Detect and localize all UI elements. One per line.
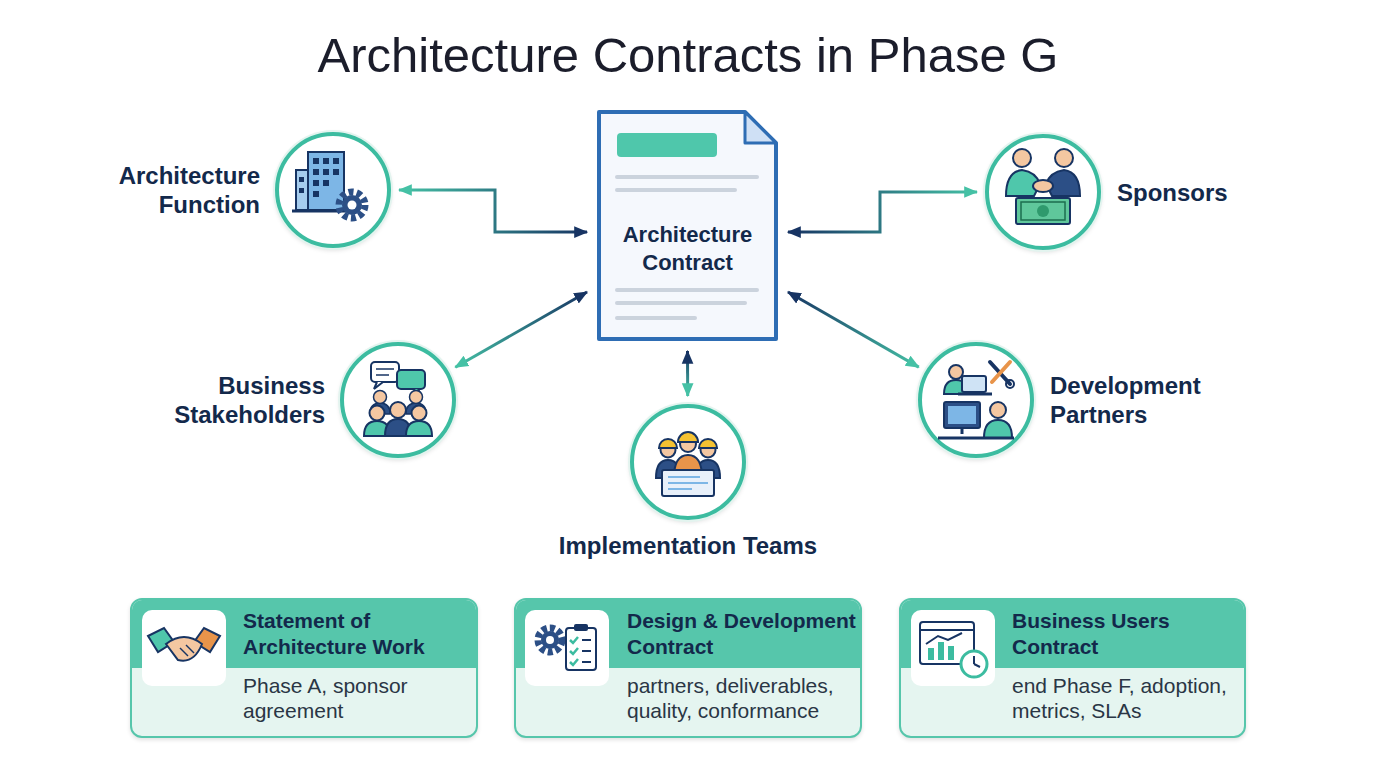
- node-label: Architecture Function: [100, 161, 260, 219]
- card-description: end Phase F, adoption, metrics, SLAs: [1012, 673, 1252, 723]
- card-heading: Design & Development Contract: [627, 600, 867, 668]
- node-label: Implementation Teams: [528, 531, 848, 560]
- stakeholder-circle: Architecture Function: [275, 132, 391, 248]
- node-label: Sponsors: [1117, 178, 1277, 207]
- document-title: Architecture Contract: [607, 221, 768, 277]
- stakeholder-circle: Implementation Teams: [630, 404, 746, 520]
- bidirectional-arrow: [455, 292, 587, 367]
- contract-document: Architecture Contract: [595, 108, 780, 343]
- diagram-title: Architecture Contracts in Phase G: [0, 27, 1376, 83]
- node-label: Development Partners: [1050, 371, 1210, 429]
- contract-card: Business Users Contractend Phase F, adop…: [899, 598, 1246, 738]
- stakeholder-circle: Development Partners: [918, 342, 1034, 458]
- bidirectional-arrow: [686, 351, 689, 396]
- node-label: Business Stakeholders: [165, 371, 325, 429]
- bidirectional-arrow: [788, 292, 919, 367]
- card-description: partners, deliverables, quality, conform…: [627, 673, 867, 723]
- card-description: Phase A, sponsor agreement: [243, 673, 483, 723]
- stakeholder-circle: Sponsors: [985, 134, 1101, 250]
- card-heading: Statement of Architecture Work: [243, 600, 483, 668]
- contract-card: Design & Development Contractpartners, d…: [514, 598, 862, 738]
- stakeholder-circle: Business Stakeholders: [340, 342, 456, 458]
- bidirectional-arrow: [788, 192, 977, 232]
- bidirectional-arrow: [399, 190, 587, 232]
- card-heading: Business Users Contract: [1012, 600, 1252, 668]
- contract-card: Statement of Architecture WorkPhase A, s…: [130, 598, 478, 738]
